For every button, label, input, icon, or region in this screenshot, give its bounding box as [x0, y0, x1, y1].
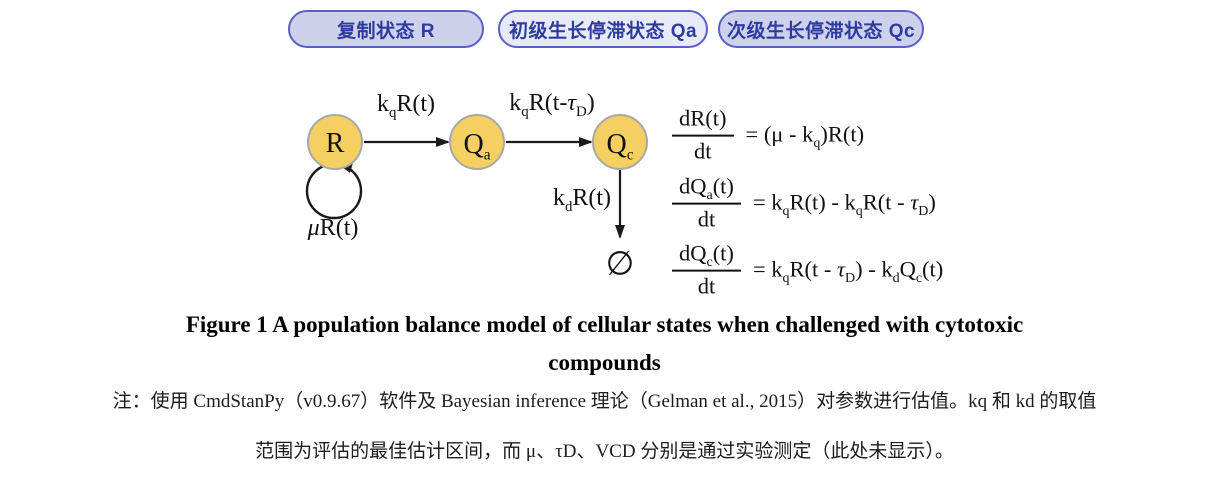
node-r-circle	[307, 114, 363, 170]
equation-dR-dt-fraction: dR(t) dt	[672, 106, 734, 165]
self-loop-edge	[305, 162, 363, 220]
equation-dQa-dt-fraction: dQa(t) dt	[672, 174, 741, 233]
equation-dQa-dt-denominator: dt	[697, 206, 716, 232]
figure-caption: Figure 1 A population balance model of c…	[0, 306, 1209, 382]
equation-dQa-dt: dQa(t) dt = kqR(t) - kqR(t - τD)	[672, 174, 936, 233]
figure-caption-line-1: Figure 1 A population balance model of c…	[185, 312, 1024, 337]
node-r-label: R	[325, 128, 345, 159]
equation-dQa-dt-rhs: = kqR(t) - kqR(t - τD)	[752, 190, 936, 220]
figure-note: 注：使用 CmdStanPy（v0.9.67）软件及 Bayesian infe…	[0, 390, 1209, 464]
equation-dQa-dt-numerator: dQa(t)	[672, 174, 741, 205]
equation-dR-dt: dR(t) dt = (μ - kq)R(t)	[672, 106, 864, 165]
empty-set-symbol: ∅	[605, 243, 635, 283]
legend-pill-primary-arrest-label: 初级生长停滞状态 Qa	[508, 20, 698, 42]
equation-dQc-dt-numerator: dQc(t)	[672, 241, 741, 272]
legend-pill-secondary-arrest-state: 次级生长停滞状态 Qc	[718, 10, 924, 48]
node-qc-circle	[592, 114, 648, 170]
equation-dQc-dt: dQc(t) dt = kqR(t - τD) - kdQc(t)	[672, 241, 943, 300]
figure-note-line-1: 注：使用 CmdStanPy（v0.9.67）软件及 Bayesian infe…	[112, 391, 1097, 412]
node-qa-label: Qa	[463, 129, 491, 164]
equation-dR-dt-denominator: dt	[693, 138, 712, 164]
equation-dQc-dt-fraction: dQc(t) dt	[672, 241, 741, 300]
legend-pill-secondary-arrest-label: 次级生长停滞状态 Qc	[726, 20, 916, 42]
equation-dR-dt-rhs: = (μ - kq)R(t)	[745, 122, 865, 152]
equation-dR-dt-numerator: dR(t)	[672, 106, 734, 137]
edge-label-qc-death: kdR(t)	[552, 185, 612, 215]
figure-note-line-2: 范围为评估的最佳估计区间，而 μ、τD、VCD 分别是通过实验测定（此处未显示）…	[255, 440, 954, 462]
node-qc-label: Qc	[606, 129, 634, 164]
edge-label-self-loop: μR(t)	[307, 215, 359, 241]
edge-label-r-to-qa: kqR(t)	[376, 91, 436, 121]
legend-pill-replication-state: 复制状态 R	[288, 10, 484, 48]
equation-dQc-dt-denominator: dt	[697, 273, 716, 299]
edge-label-qa-to-qc: kqR(t-τD)	[509, 90, 595, 120]
node-qa-circle	[449, 114, 505, 170]
figure-caption-line-2: compounds	[548, 350, 661, 375]
legend-pill-primary-arrest-state: 初级生长停滞状态 Qa	[498, 10, 708, 48]
equation-dQc-dt-rhs: = kqR(t - τD) - kdQc(t)	[752, 257, 944, 287]
legend-pill-replication-label: 复制状态 R	[336, 20, 435, 42]
